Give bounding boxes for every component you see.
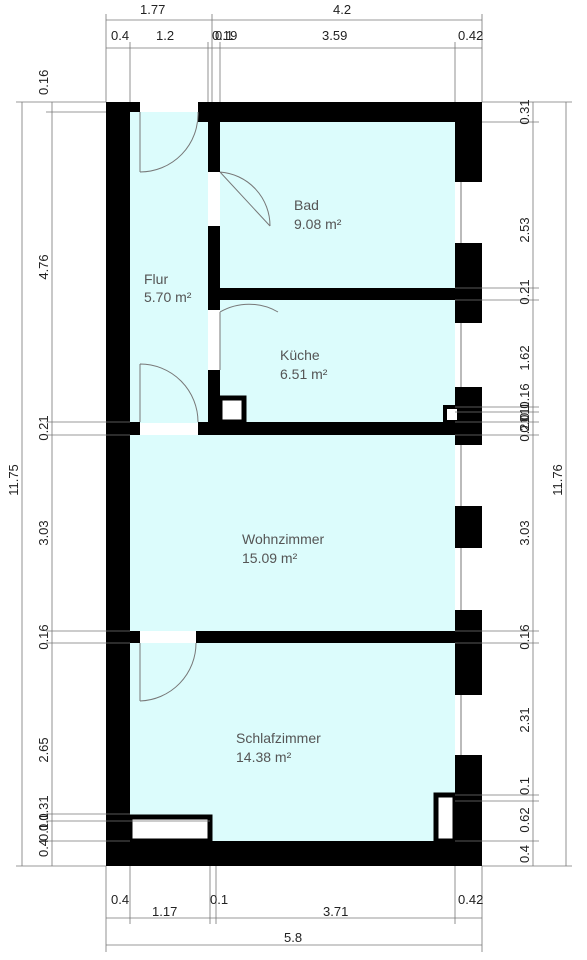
wall-kueche-wohn-a: [106, 422, 140, 435]
dim-right-9: 3.03: [517, 520, 532, 545]
dim-bottom-5: 0.42: [458, 892, 483, 907]
dim-bottom-4: 3.71: [323, 904, 348, 919]
dim-top-outer-1: 1.77: [140, 2, 165, 17]
room-name-bad: Bad: [294, 197, 319, 213]
wall-inner-v3: [208, 370, 220, 435]
room-area-kueche: 6.51 m²: [280, 366, 328, 382]
door-flur-wohn: [139, 363, 199, 423]
dim-right-7: 0.01: [517, 407, 532, 432]
dim-right-8: 0.21: [517, 416, 532, 441]
wall-bottom: [106, 841, 482, 866]
dim-top-outer-2: 4.2: [333, 2, 351, 17]
wall-top-left: [106, 102, 140, 112]
floors: [130, 112, 455, 841]
floor-wohnzimmer: [130, 435, 455, 631]
wall-inner-v2: [208, 226, 220, 310]
dim-bottom-2: 1.17: [152, 904, 177, 919]
dim-right-10: 0.16: [517, 624, 532, 649]
dim-top-inner-3: 0.19: [212, 28, 237, 43]
doors: [139, 111, 279, 702]
wall-wohn-schlaf-a: [106, 631, 140, 643]
dim-top-inner-6: 0.42: [458, 28, 483, 43]
dim-right-2: 2.53: [517, 217, 532, 242]
dim-bottom-total: 5.8: [284, 930, 302, 945]
shaft-schlaf-right: [433, 792, 458, 844]
room-name-wohnzimmer: Wohnzimmer: [242, 531, 325, 547]
dim-right-13: 0.62: [517, 807, 532, 832]
dim-left-7: 0.1: [36, 813, 51, 831]
dim-right-5: 0.16: [517, 383, 532, 408]
dim-bottom-1: 0.4: [111, 892, 129, 907]
room-area-flur: 5.70 m²: [144, 289, 192, 305]
dim-right-3: 0.21: [517, 279, 532, 304]
dim-right-4: 1.62: [517, 345, 532, 370]
dimensions-top: 1.77 4.2 0.4 1.2 0.19 0.1 3.59 0.42: [105, 2, 483, 102]
wall-wohn-schlaf-b: [196, 631, 455, 643]
dimensions-right: 11.76 0.31 2.53 0.21 1.62 0.16 0.1 0.01 …: [455, 99, 572, 867]
dim-bottom-3: 0.1: [210, 892, 228, 907]
shaft-kueche-right: [443, 405, 461, 424]
dim-top-inner-4: 0.1: [215, 28, 233, 43]
room-area-bad: 9.08 m²: [294, 216, 342, 232]
dim-right-1: 0.31: [517, 99, 532, 124]
room-name-schlafzimmer: Schlafzimmer: [236, 730, 321, 746]
dim-right-11: 2.31: [517, 707, 532, 732]
wall-kueche-wohn-b: [198, 422, 455, 435]
room-area-wohnzimmer: 15.09 m²: [242, 550, 298, 566]
dim-top-inner-2: 1.2: [156, 28, 174, 43]
room-name-kueche: Küche: [280, 347, 320, 363]
room-name-flur: Flur: [144, 271, 168, 287]
wall-left: [106, 102, 130, 866]
shaft-kueche: [217, 395, 247, 425]
dim-left-3: 0.21: [36, 415, 51, 440]
room-area-schlafzimmer: 14.38 m²: [236, 749, 292, 765]
wall-right-2: [455, 243, 482, 323]
dim-left-8: 0.31: [36, 795, 51, 820]
dim-right-12: 0.1: [517, 777, 532, 795]
floor-flur: [130, 112, 208, 423]
dim-left-5: 0.16: [36, 624, 51, 649]
dim-left-6: 2.65: [36, 737, 51, 762]
wall-right-4: [455, 506, 482, 548]
door-bad: [219, 171, 271, 227]
dim-left-4: 3.03: [36, 520, 51, 545]
dim-left-total: 11.75: [6, 464, 21, 496]
dim-right-14: 0.4: [517, 845, 532, 863]
floor-bad: [220, 122, 455, 288]
floor-schlafzimmer: [130, 643, 455, 841]
wall-inner-v1: [208, 102, 220, 172]
wall-right-5: [455, 610, 482, 695]
dim-left-10: 0.1: [36, 823, 51, 841]
dim-left-1: 0.16: [36, 70, 51, 95]
wall-top-right: [198, 102, 482, 122]
door-entry: [139, 111, 199, 173]
dim-right-total: 11.76: [550, 464, 565, 496]
floor-kueche: [220, 300, 455, 422]
walls: [106, 102, 482, 866]
dim-top-inner-5: 3.59: [322, 28, 347, 43]
door-schlaf: [139, 642, 197, 702]
door-kueche: [219, 303, 279, 370]
dimensions-bottom: 0.4 1.17 0.1 3.71 0.42 5.8: [105, 866, 483, 952]
dim-top-inner-1: 0.4: [111, 28, 129, 43]
wall-right-6: [455, 755, 482, 866]
wall-right-1: [455, 102, 482, 182]
wall-bad-kueche: [220, 288, 455, 300]
dim-left-9: 0.4: [36, 839, 51, 857]
dimensions-left: 11.75 0.16 4.76 0.21 3.03 0.16 2.65 0.1 …: [6, 70, 210, 867]
dim-right-6: 0.1: [517, 402, 532, 420]
dim-left-2: 4.76: [36, 254, 51, 279]
room-labels: Bad 9.08 m² Flur 5.70 m² Küche 6.51 m² W…: [144, 197, 342, 765]
